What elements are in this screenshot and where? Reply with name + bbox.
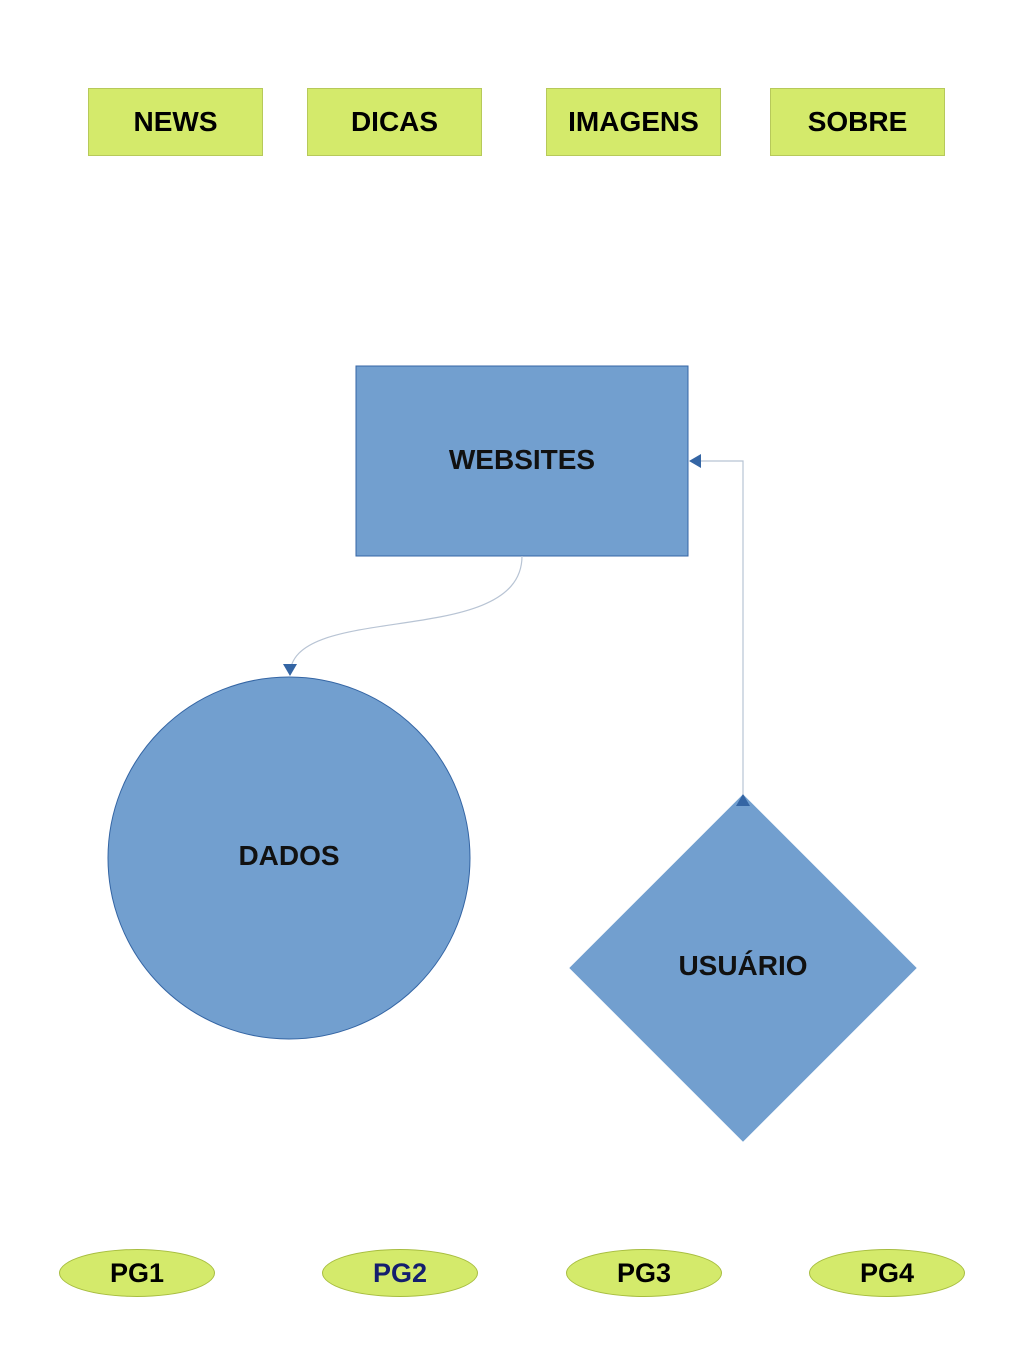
nav-item-imagens[interactable]: IMAGENS bbox=[546, 88, 721, 156]
nav-item-sobre[interactable]: SOBRE bbox=[770, 88, 945, 156]
page-link-pg1[interactable]: PG1 bbox=[59, 1249, 215, 1297]
dados-node bbox=[107, 676, 471, 1040]
page-link-pg3[interactable]: PG3 bbox=[566, 1249, 722, 1297]
page-link-pg2[interactable]: PG2 bbox=[322, 1249, 478, 1297]
connector-websites-to-dados bbox=[283, 555, 523, 676]
nav-item-label: NEWS bbox=[133, 106, 218, 137]
usuario-node bbox=[569, 794, 917, 1142]
nav-item-label: SOBRE bbox=[807, 106, 908, 137]
page-link-label: PG1 bbox=[109, 1257, 165, 1288]
nav-item-dicas[interactable]: DICAS bbox=[307, 88, 482, 156]
websites-node bbox=[355, 365, 689, 557]
page-link-label: PG4 bbox=[859, 1257, 915, 1288]
connector-websites-usuario bbox=[689, 454, 750, 806]
page-link-label: PG2 bbox=[372, 1257, 428, 1288]
page-link-pg4[interactable]: PG4 bbox=[809, 1249, 965, 1297]
nav-item-label: IMAGENS bbox=[568, 106, 699, 137]
page-link-label: PG3 bbox=[616, 1257, 672, 1288]
nav-item-news[interactable]: NEWS bbox=[88, 88, 263, 156]
nav-item-label: DICAS bbox=[350, 106, 439, 137]
